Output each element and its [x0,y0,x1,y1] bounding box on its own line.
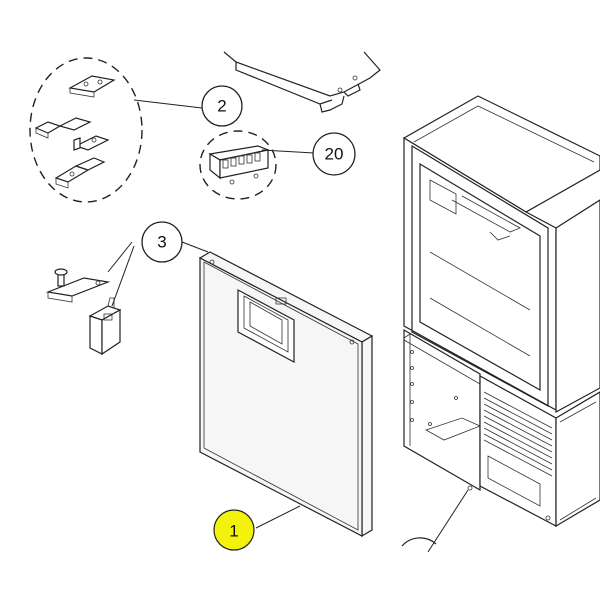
callout-2-label: 2 [217,97,226,116]
handle-parts-group [45,268,122,356]
terminal-block-part [199,130,277,200]
callout-1-label: 1 [229,522,238,541]
top-bracket-plate [223,51,381,113]
partial-callout-circle [401,537,437,547]
door-panel [198,251,374,538]
hinge-parts-group [29,57,143,203]
callout-1: 1 [213,509,255,551]
hinge-group-outline [29,57,143,203]
callout-1-highlight [213,509,255,551]
callout-3-label: 3 [157,233,166,252]
cabinet-unit [402,95,600,528]
callout-3: 3 [141,221,183,263]
door-handle-recess [237,288,295,364]
callout-2: 2 [201,85,243,127]
terminal-block-outline [199,130,277,200]
callout-20-label: 20 [325,145,344,164]
callout-20: 20 [312,132,356,176]
